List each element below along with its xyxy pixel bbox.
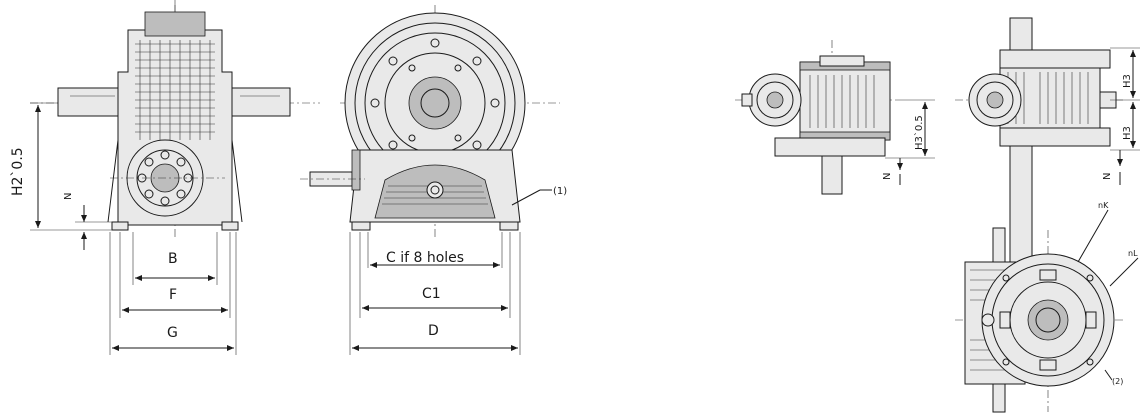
front-view bbox=[300, 5, 560, 355]
d-label: D bbox=[428, 323, 439, 339]
side-view bbox=[30, 0, 320, 355]
n-label-right: N bbox=[1102, 173, 1113, 180]
top-view-a bbox=[735, 40, 935, 195]
note-2-label: (2) bbox=[1112, 377, 1123, 386]
h3-top-label: H3 bbox=[1122, 74, 1133, 88]
n-label-mid: N bbox=[882, 173, 893, 180]
h2-label: H2`0.5 bbox=[10, 147, 26, 196]
c-if-8-holes-label: C if 8 holes bbox=[386, 250, 464, 266]
h3-bottom-label: H3 bbox=[1122, 126, 1133, 140]
flange-view bbox=[955, 209, 1139, 413]
f-label: F bbox=[169, 287, 177, 303]
h3-tolerance-label: H3`0.5 bbox=[913, 115, 925, 150]
note-1-label: (1) bbox=[553, 186, 567, 197]
nl-label: nL bbox=[1128, 249, 1138, 258]
dimension-labels: H2`0.5 N B F G C if 8 holes C1 D (1) H3`… bbox=[10, 74, 1138, 386]
g-label: G bbox=[167, 325, 178, 341]
top-view-b bbox=[955, 17, 1140, 279]
cooling-fins bbox=[135, 40, 215, 140]
n-label-left: N bbox=[63, 193, 74, 200]
c1-label: C1 bbox=[422, 286, 441, 302]
nk-label: nK bbox=[1098, 201, 1109, 210]
b-label: B bbox=[168, 251, 178, 267]
